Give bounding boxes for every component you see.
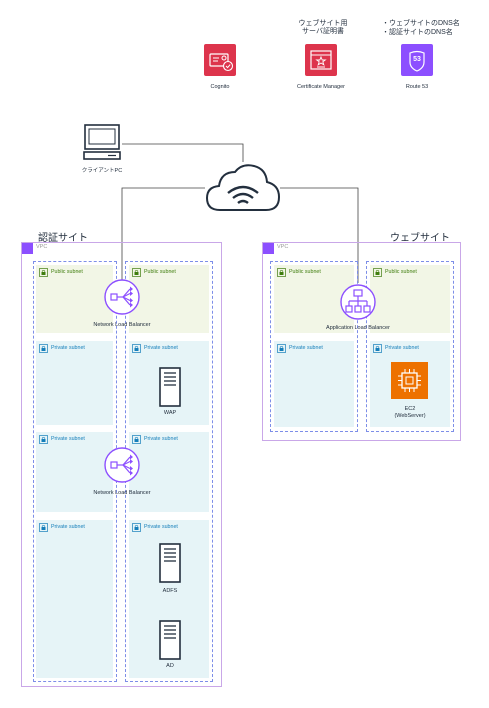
auth-vpc-label: VPC — [36, 244, 48, 250]
ad-label: AD — [166, 663, 174, 669]
web-az-2 — [366, 261, 454, 432]
ec2-label-line2: (WebServer) — [394, 413, 426, 419]
lock-icon — [132, 268, 141, 277]
client-to-internet-line — [122, 143, 244, 162]
lock-icon — [373, 268, 382, 277]
nlb-top-label: Network Load Balancer — [93, 322, 151, 328]
client-pc-label: クライアントPC — [81, 168, 123, 174]
lock-icon — [277, 268, 286, 277]
ec2-icon — [391, 362, 428, 399]
internet-to-nlb-line — [121, 187, 205, 283]
internet-to-alb-line — [280, 187, 359, 283]
lock-icon — [277, 344, 286, 353]
auth-private-subnet-1a: Private subnet — [36, 341, 113, 425]
subnet-label: Public subnet — [144, 269, 176, 275]
auth-private-subnet-1b: Private subnet — [36, 432, 113, 512]
web-private-subnet-1: Private subnet — [274, 341, 354, 427]
lock-icon — [39, 435, 48, 444]
client-pc-icon — [83, 124, 121, 167]
cert-caption-line1: ウェブサイト用 — [298, 20, 348, 27]
web-vpc: VPC — [262, 242, 461, 441]
subnet-label: Private subnet — [289, 345, 323, 351]
network-load-balancer-icon — [103, 278, 141, 321]
subnet-label: Private subnet — [144, 345, 178, 351]
subnet-label: Private subnet — [51, 436, 85, 442]
route53-note-2: ・認証サイトのDNS名 — [382, 29, 453, 36]
internet-cloud-icon — [204, 160, 282, 221]
lock-icon — [373, 344, 382, 353]
wap-label: WAP — [163, 410, 177, 416]
route53-note-1: ・ウェブサイトのDNS名 — [382, 20, 460, 27]
auth-vpc: VPC — [21, 242, 222, 687]
route53-label: Route 53 — [405, 84, 429, 90]
server-icon — [159, 367, 181, 412]
certificate-manager-icon — [305, 44, 337, 76]
web-az-1 — [270, 261, 358, 432]
server-icon — [159, 543, 181, 588]
subnet-label: Private subnet — [144, 436, 178, 442]
lock-icon — [132, 435, 141, 444]
route53-badge: 53 — [413, 56, 421, 63]
ec2-label-line1: EC2 — [404, 406, 416, 412]
cert-caption-line2: サーバ証明書 — [302, 28, 344, 35]
subnet-label: Private subnet — [385, 345, 419, 351]
lock-icon — [39, 344, 48, 353]
cognito-label: Cognito — [210, 84, 230, 90]
auth-public-subnet-2: Public subnet — [129, 265, 209, 333]
subnet-label: Private subnet — [51, 345, 85, 351]
auth-private-subnet-1c: Private subnet — [36, 520, 113, 678]
application-load-balancer-icon — [339, 283, 377, 326]
vpc-icon — [263, 243, 274, 254]
server-icon — [159, 620, 181, 665]
nlb-bottom-label: Network Load Balancer — [93, 490, 151, 496]
web-public-subnet-2: Public subnet — [370, 265, 450, 333]
adfs-label: ADFS — [162, 588, 178, 594]
subnet-label: Private subnet — [144, 524, 178, 530]
subnet-label: Public subnet — [51, 269, 83, 275]
network-load-balancer-icon — [103, 446, 141, 489]
cognito-icon — [204, 44, 236, 76]
cert-label: Certificate Manager — [297, 84, 345, 90]
web-site-title: ウェブサイト — [390, 233, 450, 244]
web-vpc-label: VPC — [277, 244, 289, 250]
route53-icon: 53 — [401, 44, 433, 76]
subnet-label: Public subnet — [385, 269, 417, 275]
auth-site-title: 認証サイト — [38, 233, 88, 244]
vpc-icon — [22, 243, 33, 254]
lock-icon — [132, 344, 141, 353]
subnet-label: Private subnet — [51, 524, 85, 530]
subnet-label: Public subnet — [289, 269, 321, 275]
alb-label: Application Load Balancer — [326, 325, 390, 331]
lock-icon — [39, 268, 48, 277]
lock-icon — [132, 523, 141, 532]
web-public-subnet-1: Public subnet — [274, 265, 354, 333]
auth-public-subnet-1: Public subnet — [36, 265, 113, 333]
auth-private-subnet-2b: Private subnet — [129, 432, 209, 512]
lock-icon — [39, 523, 48, 532]
